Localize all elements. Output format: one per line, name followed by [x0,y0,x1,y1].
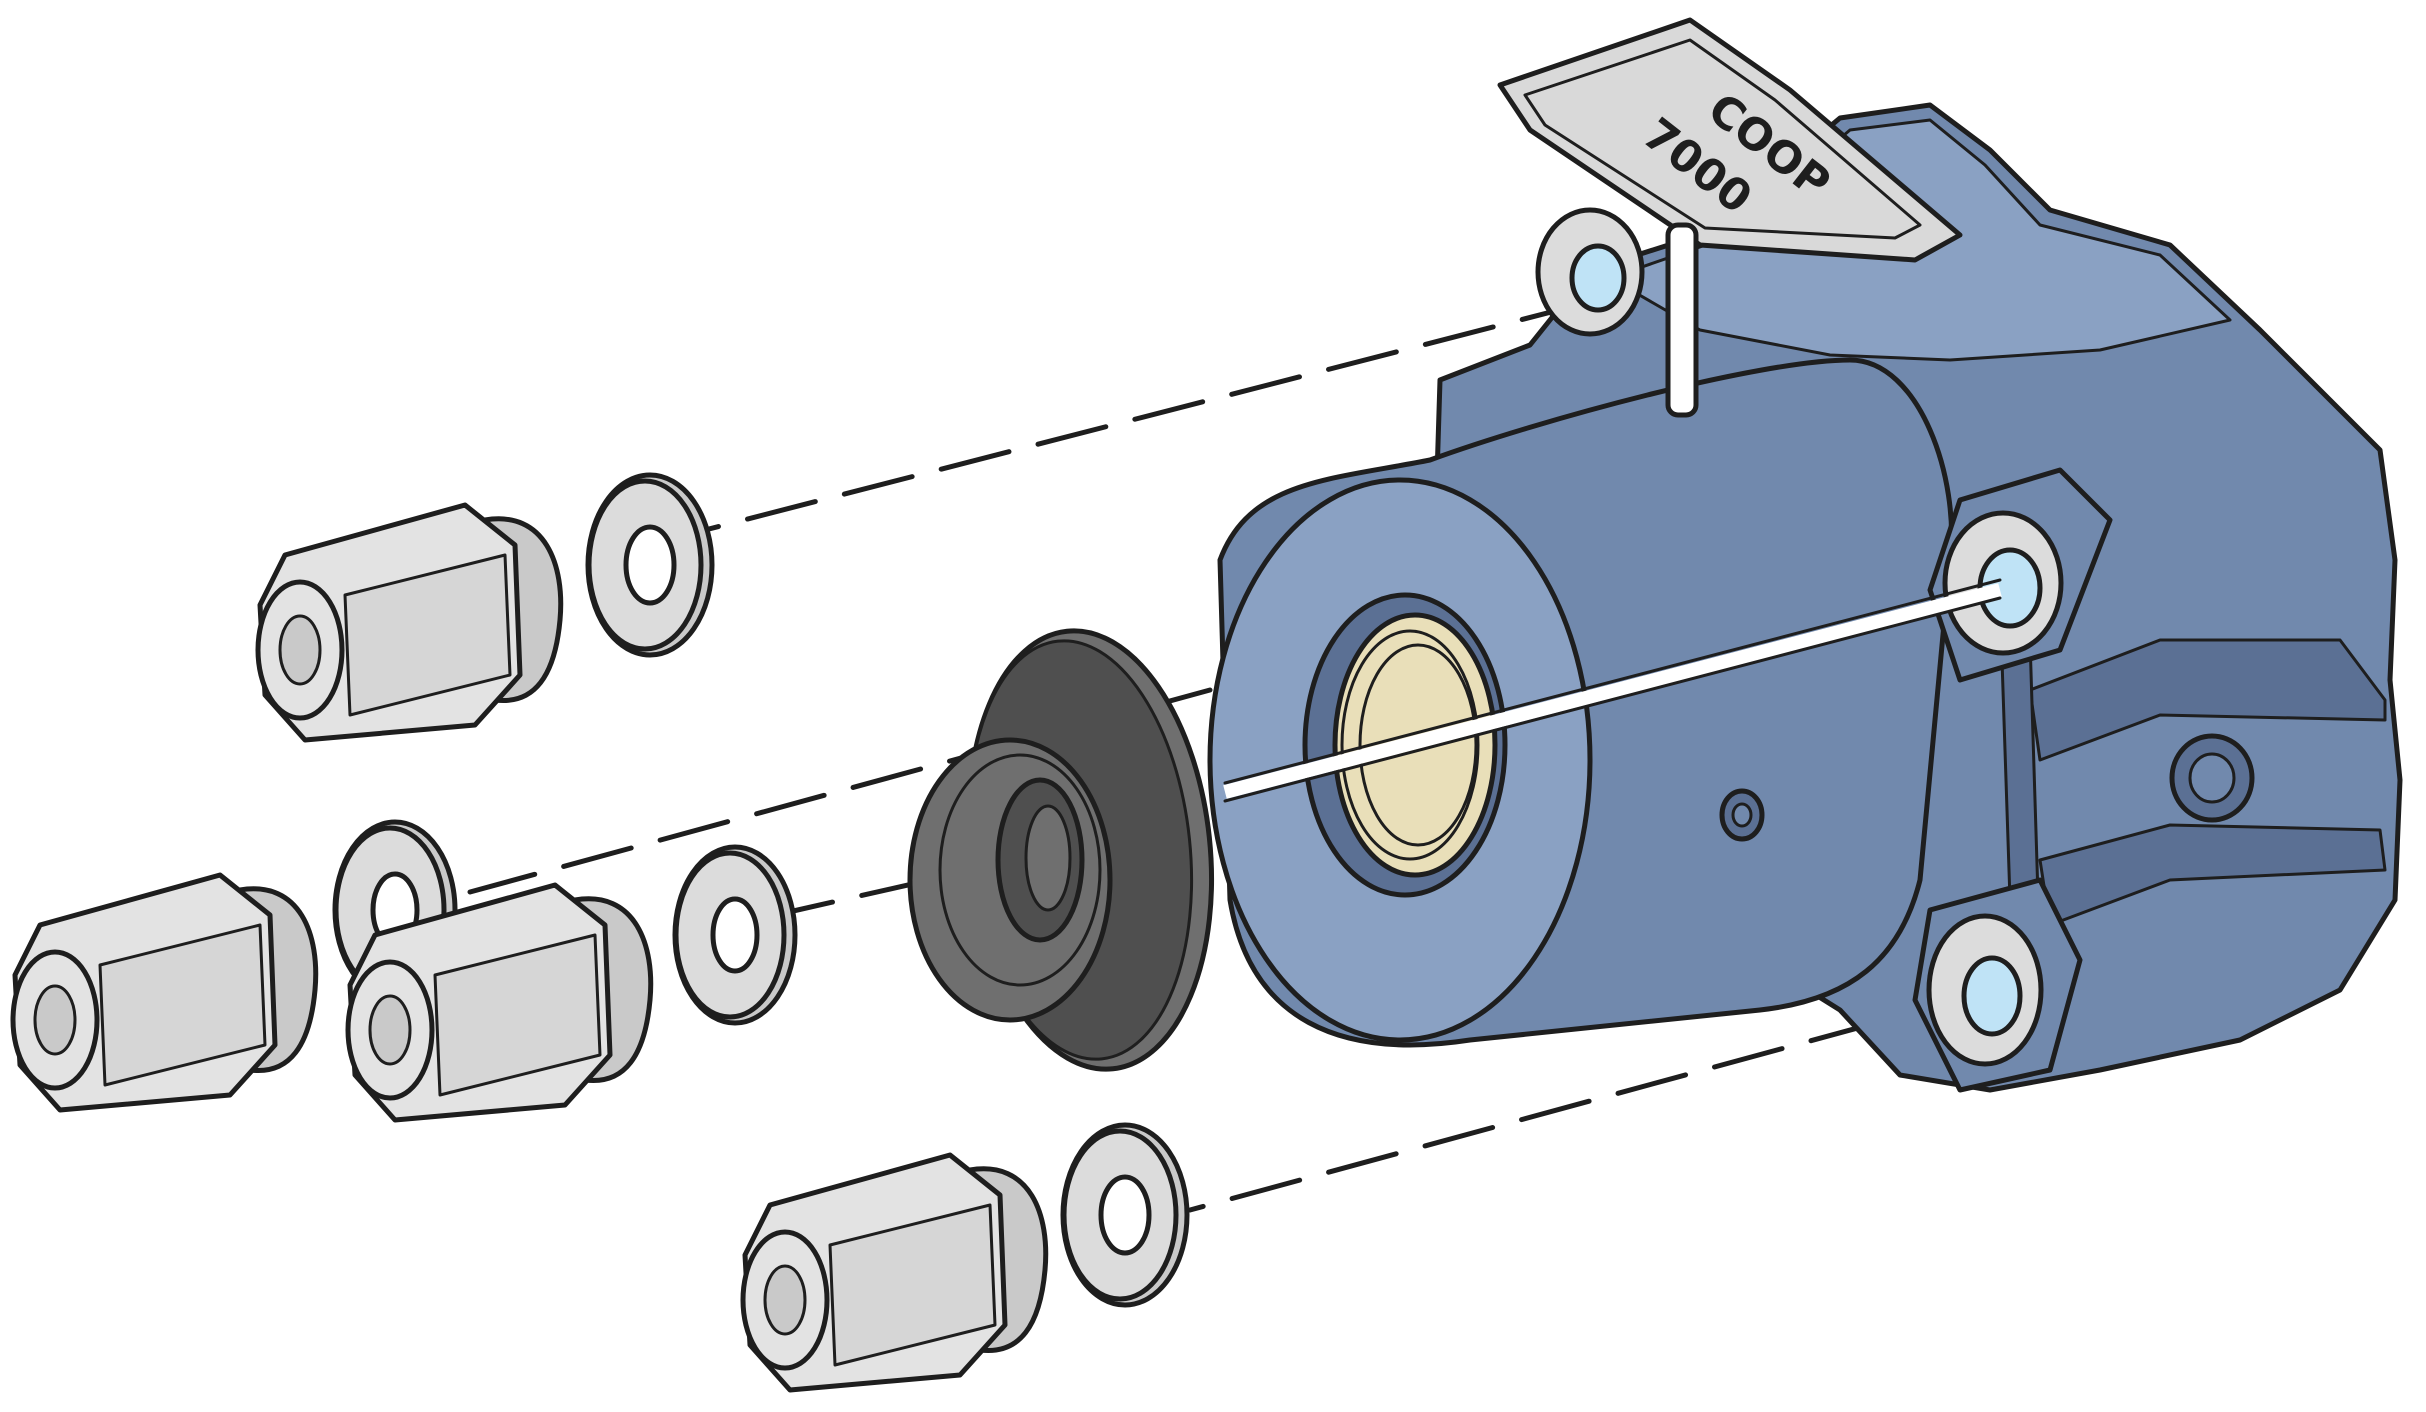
housing-bore-thread-2 [1358,643,1478,847]
guide-line-bottom [1187,993,1978,1213]
washer-bottom-hole [1098,1174,1152,1256]
cap-nut-top [255,502,564,743]
identification-tag: COOP 7000 [1497,17,1963,418]
guide-line-through-bore [1223,583,2002,799]
washer-middle-hole [710,896,760,974]
housing-rib-upper [2028,638,2387,762]
guide-line-through-bore-edge [1223,578,2002,785]
guide-line-through-bore-edge2 [1223,596,2002,803]
pump-housing [1207,102,2403,1093]
cap-nut-left-face-inner [33,984,77,1056]
cap-nut-bottom-face-inner [763,1264,807,1336]
tag-stem [1665,222,1699,418]
cap-nut-left [10,872,319,1113]
housing-vent-hole-inner [1731,802,1753,828]
housing-hole-top [1569,243,1627,313]
cap-nut-middle [345,882,654,1123]
cap-nut-left-flat [98,923,267,1087]
cap-nut-top-flat [343,553,512,717]
guide-line-top [702,299,1593,533]
guide-line-lower [777,877,933,917]
cap-nut-middle-flat [433,933,602,1097]
washer-top-hole [623,524,677,606]
washer-bottom [1060,1122,1190,1308]
lip-seal [907,628,1215,1072]
cap-nut-top-face-inner [278,614,322,686]
cap-nut-middle-face-inner [368,994,412,1066]
cap-nut-bottom [740,1152,1049,1393]
tag-plate-inner [1523,38,1922,240]
cap-nut-bottom-flat [828,1203,997,1367]
washer-middle [672,844,798,1026]
washer-top [585,472,715,658]
housing-hole-bottom [1961,955,2023,1037]
housing-bore-thread-1 [1340,629,1480,861]
seal-hub-bore-inner [1024,804,1072,912]
seal-hub-ridge [938,753,1102,987]
housing-side-port-inner [2188,752,2236,804]
